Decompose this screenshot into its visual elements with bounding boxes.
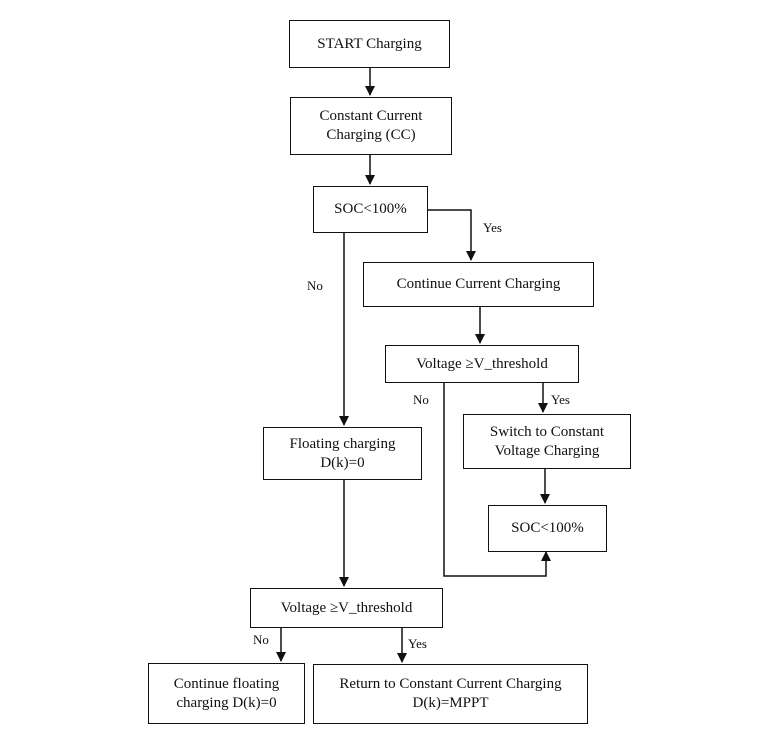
switch-constant-voltage-line-1: Switch to Constant	[489, 423, 605, 440]
voltage1-yes-label: Yes	[551, 392, 570, 407]
voltage-threshold-2-text: Voltage ≥V_threshold	[280, 599, 413, 616]
soc1-yes-label: Yes	[483, 220, 502, 235]
voltage2-no-label: No	[253, 632, 269, 647]
continue-floating-line-2: charging D(k)=0	[176, 694, 277, 711]
soc-decision-2-text: SOC<100%	[511, 520, 584, 536]
start-charging-text: START Charging	[317, 35, 422, 52]
floating-charging-line-1: Floating charging	[289, 435, 396, 452]
return-constant-current-box: Return to Constant Current Charging D(k)…	[313, 664, 588, 724]
voltage-threshold-decision-box-1: Voltage ≥V_threshold	[385, 345, 579, 383]
continue-floating-line-1: Continue floating	[173, 675, 280, 692]
continue-current-charging-box: Continue Current Charging	[363, 262, 594, 307]
continue-floating-charging-box: Continue floating charging D(k)=0	[148, 663, 305, 724]
floating-charging-box: Floating charging D(k)=0	[263, 427, 422, 480]
voltage-threshold-1-text: Voltage ≥V_threshold	[416, 355, 548, 372]
constant-current-line-2: Charging (CC)	[326, 127, 416, 143]
constant-current-charging-box: Constant Current Charging (CC)	[290, 97, 452, 155]
return-constant-current-line-2: D(k)=MPPT	[412, 695, 489, 711]
arrow-voltage1-no-to-soc2	[443, 383, 551, 577]
voltage-threshold-decision-box-2: Voltage ≥V_threshold	[250, 588, 443, 628]
switch-constant-voltage-line-2: Voltage Charging	[494, 442, 600, 459]
switch-constant-voltage-box: Switch to Constant Voltage Charging	[463, 414, 631, 469]
floating-charging-line-2: D(k)=0	[320, 454, 365, 471]
constant-current-line-1: Constant Current	[319, 108, 423, 124]
voltage1-no-label: No	[413, 392, 429, 407]
soc1-no-label: No	[307, 278, 323, 293]
soc-decision-box-2: SOC<100%	[488, 505, 607, 552]
arrow-soc1-yes-to-continue-current	[428, 209, 476, 261]
continue-current-charging-text: Continue Current Charging	[396, 276, 561, 292]
start-charging-box: START Charging	[289, 20, 450, 68]
return-constant-current-line-1: Return to Constant Current Charging	[339, 676, 562, 692]
soc-decision-box-1: SOC<100%	[313, 186, 428, 233]
soc-decision-1-text: SOC<100%	[334, 201, 407, 217]
voltage2-yes-label: Yes	[408, 636, 427, 651]
